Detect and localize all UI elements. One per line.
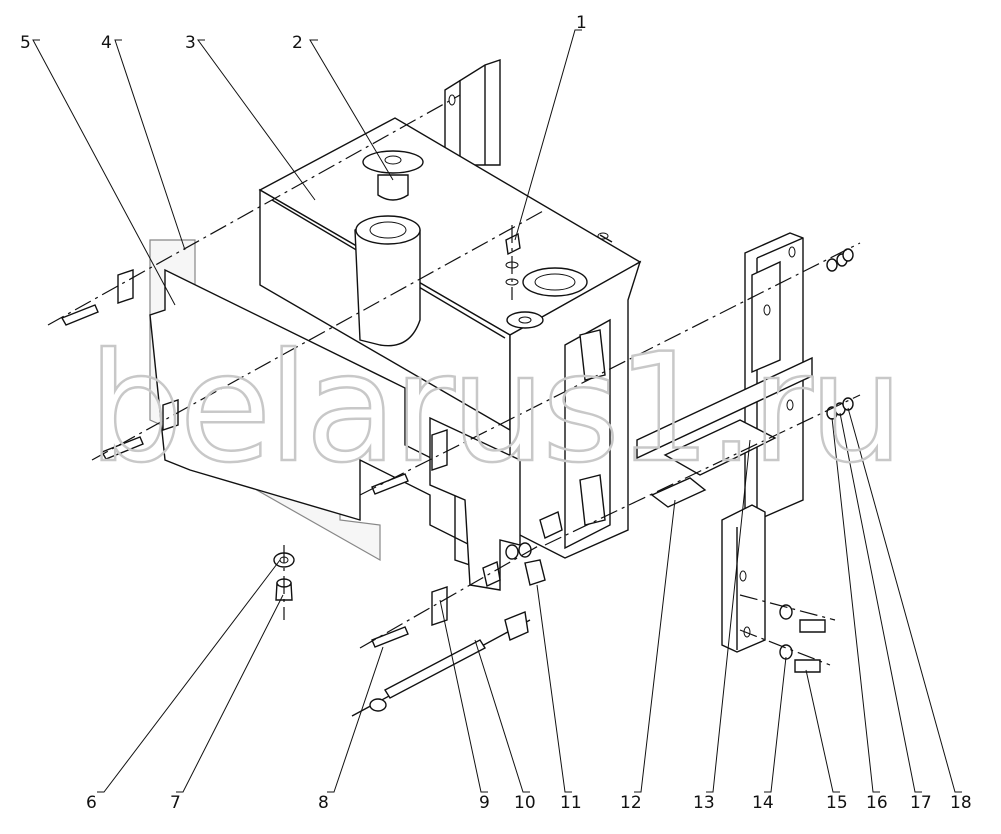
hydraulic-tank (258, 59, 642, 559)
callout-9: 9 (479, 793, 490, 813)
callout-15: 15 (826, 793, 848, 813)
callout-2: 2 (292, 33, 303, 53)
callout-17: 17 (910, 793, 932, 813)
mounting-bracket-lower (650, 419, 777, 653)
callout-4: 4 (101, 33, 112, 53)
center-lines (47, 94, 861, 666)
callout-labels: 1 2 3 4 5 6 7 8 9 10 11 12 13 14 15 16 1… (20, 13, 972, 813)
watermark-text: belarus1.ru (88, 322, 900, 496)
callout-3: 3 (185, 33, 196, 53)
callout-8: 8 (318, 793, 329, 813)
callout-12: 12 (620, 793, 642, 813)
callout-11: 11 (560, 793, 582, 813)
leader-lines (32, 29, 962, 793)
callout-10: 10 (514, 793, 536, 813)
callout-6: 6 (86, 793, 97, 813)
shield-plates (117, 239, 521, 626)
callout-1: 1 (576, 13, 587, 33)
callout-7: 7 (170, 793, 181, 813)
callout-5: 5 (20, 33, 31, 53)
callout-13: 13 (693, 793, 715, 813)
tie-rod (351, 542, 546, 717)
callout-16: 16 (866, 793, 888, 813)
mounting-bracket-upper (636, 232, 813, 521)
callout-18: 18 (950, 793, 972, 813)
callout-14: 14 (752, 793, 774, 813)
